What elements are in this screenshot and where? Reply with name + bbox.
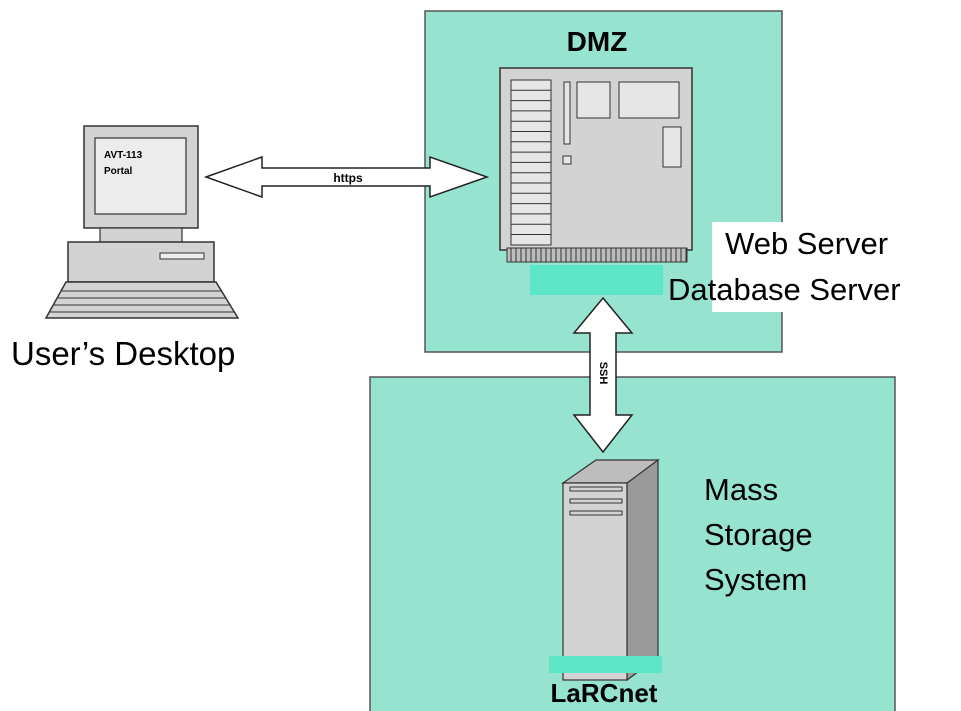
storage-base-pad: [549, 656, 662, 673]
storage-caption-line3: System: [704, 562, 807, 597]
server-base-pad: [530, 265, 663, 295]
ssh-label: SSH: [597, 362, 609, 385]
storage-caption-line1: Mass: [704, 472, 778, 507]
https-connection-arrow: https: [203, 155, 490, 199]
mass-storage-tower: [549, 458, 662, 682]
user-desktop-computer: AVT-113 Portal: [44, 125, 240, 319]
dmz-label: DMZ: [567, 26, 628, 57]
larcnet-label: LaRCnet: [551, 678, 658, 708]
desktop-screen-line2: Portal: [104, 166, 133, 177]
web-database-server: [499, 67, 693, 295]
ssh-connection-arrow: SSH: [572, 296, 634, 454]
desktop-caption: User’s Desktop: [11, 335, 235, 372]
https-label: https: [333, 171, 363, 185]
desktop-screen-line1: AVT-113: [104, 150, 143, 161]
server-caption-line2: Database Server: [668, 272, 901, 307]
storage-caption-line2: Storage: [704, 517, 813, 552]
server-caption-line1: Web Server: [725, 226, 888, 261]
